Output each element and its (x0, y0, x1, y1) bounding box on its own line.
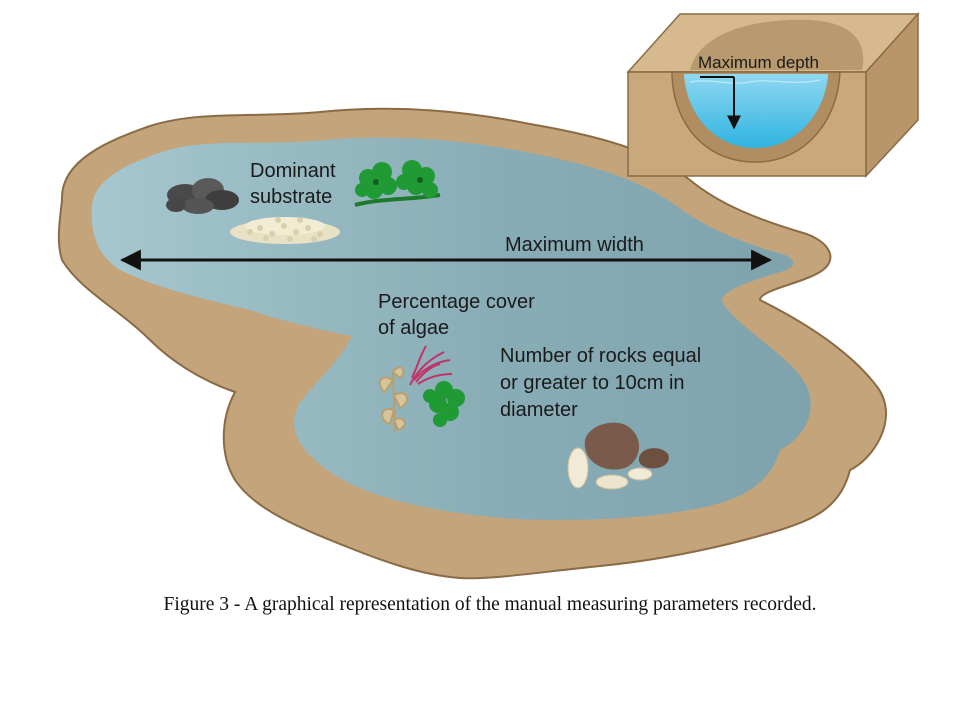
figure-caption: Figure 3 - A graphical representation of… (163, 594, 817, 615)
depth-inset: Maximum depth (626, 12, 920, 178)
inset-water (684, 74, 828, 149)
green-algae-icon (354, 160, 441, 207)
rocks-label-line3: diameter (500, 399, 578, 421)
rocks-label-line2: or greater to 10cm in (500, 372, 685, 394)
sand-pile-icon (230, 217, 340, 244)
green-algae-cover-icon (423, 381, 465, 427)
dominant-substrate-label-line1: Dominant (250, 160, 336, 182)
rock-pile-icon (166, 178, 239, 214)
boulder-icon (567, 422, 669, 490)
rock-pool-diagram: Dominant substrate Maximum width Percent… (57, 12, 920, 580)
percentage-cover-label-line2: of algae (378, 317, 449, 339)
rocks-label-line1: Number of rocks equal (500, 345, 701, 367)
dominant-substrate-label-line2: substrate (250, 186, 332, 208)
brown-algae-icon (378, 366, 409, 433)
maximum-depth-label: Maximum depth (698, 53, 819, 72)
red-algae-icon (409, 345, 453, 386)
maximum-width-label: Maximum width (505, 234, 644, 256)
percentage-cover-label-line1: Percentage cover (378, 291, 535, 313)
